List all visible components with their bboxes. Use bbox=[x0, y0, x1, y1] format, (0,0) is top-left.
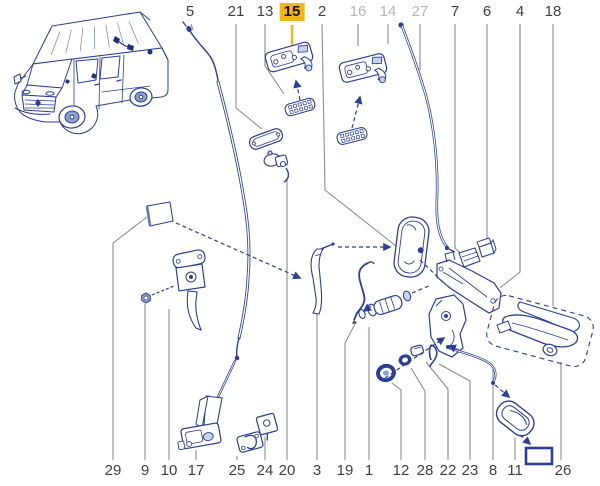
part-14-shim-plate bbox=[335, 125, 369, 147]
part-21-gasket-plate bbox=[248, 128, 284, 150]
callout-11[interactable]: 11 bbox=[507, 462, 523, 479]
callout-1[interactable]: 1 bbox=[364, 462, 374, 479]
callout-22[interactable]: 22 bbox=[439, 462, 457, 479]
callout-24[interactable]: 24 bbox=[256, 462, 274, 479]
part-11-interior-bezel bbox=[495, 400, 535, 437]
part-20-actuator bbox=[263, 150, 290, 183]
callout-18[interactable]: 18 bbox=[544, 3, 562, 20]
callout-17[interactable]: 17 bbox=[187, 462, 205, 479]
part-18-handle-kit bbox=[486, 294, 594, 368]
callout-4[interactable]: 4 bbox=[515, 3, 525, 20]
callout-20[interactable]: 20 bbox=[278, 462, 296, 479]
callout-19[interactable]: 19 bbox=[336, 462, 354, 479]
callout-2[interactable]: 2 bbox=[317, 3, 327, 20]
part-12-barrel bbox=[376, 363, 396, 383]
part-3-lever bbox=[310, 242, 335, 315]
callout-8[interactable]: 8 bbox=[488, 462, 498, 479]
callout-27[interactable]: 27 bbox=[411, 3, 429, 20]
part-13-shim-plate bbox=[283, 96, 317, 118]
callout-23[interactable]: 23 bbox=[461, 462, 479, 479]
part-28-cap bbox=[398, 354, 412, 366]
callout-9[interactable]: 9 bbox=[140, 462, 150, 479]
part-6-end-cap bbox=[476, 237, 497, 258]
van-illustration bbox=[13, 11, 169, 135]
part-10-interior-handle bbox=[172, 249, 206, 331]
part-5-cable bbox=[182, 21, 251, 401]
part-26-cover bbox=[524, 446, 554, 466]
leader-lines bbox=[112, 23, 562, 460]
callout-13[interactable]: 13 bbox=[256, 3, 274, 20]
callout-6[interactable]: 6 bbox=[482, 3, 492, 20]
part-24-bracket bbox=[255, 412, 279, 441]
part-1-lock-cylinder bbox=[358, 290, 412, 319]
assembly-arrows bbox=[151, 79, 532, 446]
part-29-label-sticker bbox=[145, 201, 174, 227]
part-22-bushing bbox=[410, 344, 425, 357]
callout-7[interactable]: 7 bbox=[450, 3, 460, 20]
part-16-lock-mechanism bbox=[337, 52, 391, 93]
callout-10[interactable]: 10 bbox=[160, 462, 178, 479]
callout-16[interactable]: 16 bbox=[349, 3, 367, 20]
callout-14[interactable]: 14 bbox=[379, 3, 397, 20]
van-lock-highlights bbox=[65, 36, 153, 84]
roof-ribs bbox=[50, 21, 139, 55]
callout-15-highlighted[interactable]: 15 bbox=[279, 3, 305, 21]
callout-28[interactable]: 28 bbox=[416, 462, 434, 479]
part-7-shim bbox=[458, 247, 481, 268]
callout-26[interactable]: 26 bbox=[554, 462, 572, 479]
part-27-cable bbox=[398, 22, 456, 253]
callout-3[interactable]: 3 bbox=[312, 462, 322, 479]
part-2-carrier-gasket bbox=[393, 216, 430, 278]
part-17-latch bbox=[177, 395, 223, 451]
callout-5[interactable]: 5 bbox=[185, 3, 195, 20]
callout-12[interactable]: 12 bbox=[392, 462, 410, 479]
callout-25[interactable]: 25 bbox=[228, 462, 246, 479]
part-25-striker bbox=[236, 431, 264, 453]
part-23-clip bbox=[428, 344, 438, 368]
part-9-nut bbox=[141, 292, 151, 304]
callout-29[interactable]: 29 bbox=[104, 462, 122, 479]
callout-21[interactable]: 21 bbox=[227, 3, 245, 20]
